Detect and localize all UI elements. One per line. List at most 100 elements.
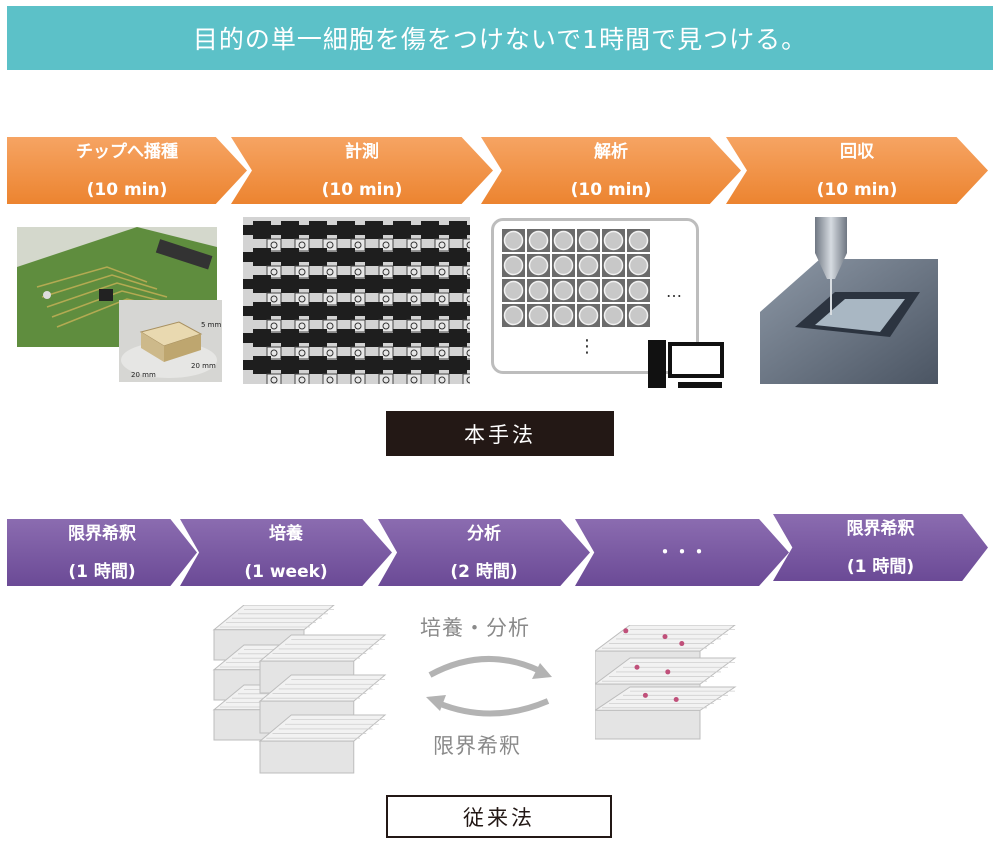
grid-block — [421, 248, 439, 266]
cell-ring — [354, 349, 362, 357]
thumbnail-cell-ring — [578, 255, 599, 276]
cell-ring — [326, 349, 334, 357]
positive-well-dot — [679, 641, 685, 647]
thumbnail-cell-ring — [503, 255, 524, 276]
grid-block — [281, 221, 299, 239]
step-seed-label: チップへ播種 — [76, 141, 178, 162]
grid-block — [449, 302, 467, 320]
thumbnail-cell-ring — [603, 255, 624, 276]
computer-icon — [648, 336, 728, 388]
microwell — [406, 373, 422, 384]
thumbnail-cell-ring — [603, 230, 624, 251]
cell-ring — [354, 295, 362, 303]
cell-ring — [298, 268, 306, 276]
grid-block — [449, 329, 467, 347]
microwell — [294, 373, 310, 384]
grid-block — [309, 248, 327, 266]
grid-block — [337, 275, 355, 293]
grid-block — [449, 356, 467, 374]
thumbnail-cell-ring — [628, 230, 649, 251]
step-measure-time: (10 min) — [321, 179, 403, 200]
positive-well-dot — [662, 634, 668, 640]
microwell — [350, 373, 366, 384]
cell-ring — [354, 241, 362, 249]
thumbnail-cell-ring — [528, 280, 549, 301]
cell-ring — [438, 322, 446, 330]
cell-ring — [382, 295, 390, 303]
plate-top — [212, 604, 336, 631]
grid-block — [365, 248, 383, 266]
forward-arrowhead-icon — [532, 663, 552, 679]
microwell — [378, 373, 394, 384]
grid-block — [309, 356, 327, 374]
grid-block — [365, 329, 383, 347]
cell-ring — [270, 349, 278, 357]
grid-block — [309, 302, 327, 320]
well-plate — [258, 714, 387, 774]
step-analyze-label: 解析 — [594, 141, 628, 162]
grid-block — [281, 275, 299, 293]
more-results-vdots: ⋮ — [578, 336, 596, 357]
cell-ring — [466, 322, 470, 330]
grid-block — [393, 329, 411, 347]
cell-ring — [326, 322, 334, 330]
well-plate — [593, 686, 737, 740]
grid-block — [337, 248, 355, 266]
grid-block — [393, 275, 411, 293]
chip-depth-text: 20 mm — [191, 362, 216, 370]
grid-block — [337, 329, 355, 347]
grid-block — [253, 329, 271, 347]
backward-arrowhead-icon — [426, 695, 446, 711]
positive-well-dot — [634, 664, 640, 670]
cell-ring — [466, 349, 470, 357]
grid-block — [253, 302, 271, 320]
grid-block — [337, 302, 355, 320]
more-results-ellipsis: … — [666, 282, 682, 301]
cell-ring — [270, 322, 278, 330]
cell-ring — [270, 268, 278, 276]
step-collect-time: (10 min) — [816, 179, 898, 200]
cell-ring — [438, 349, 446, 357]
step-dilution-again-time: (1 時間) — [846, 556, 915, 577]
thumbnail-cell-ring — [553, 230, 574, 251]
cell-ring — [438, 376, 446, 384]
chip-block-graphic: 5 mm 20 mm 20 mm — [119, 300, 222, 382]
new-method-caption: 本手法 — [386, 411, 614, 456]
positive-well-dot — [673, 696, 679, 702]
step-analysis-time: (2 時間) — [450, 561, 518, 582]
thumbnail-cell-ring — [603, 280, 624, 301]
grid-block — [365, 302, 383, 320]
chip-closeup-photo: 5 mm 20 mm 20 mm — [119, 300, 222, 382]
cell-ring — [326, 268, 334, 276]
grid-block — [337, 356, 355, 374]
cell-ring — [326, 295, 334, 303]
cell-ring — [326, 376, 334, 384]
microwell — [322, 373, 338, 384]
thumbnail-cell-ring — [578, 305, 599, 326]
well-plate-stacks — [208, 604, 388, 775]
cell-ring — [298, 349, 306, 357]
positive-well-plates — [593, 624, 740, 740]
grid-block — [281, 302, 299, 320]
cycle-arrows — [420, 645, 560, 725]
cell-ring — [298, 295, 306, 303]
cycle-top-label: 培養・分析 — [420, 616, 530, 640]
headline-text: 目的の単一細胞を傷をつけないで1時間で見つける。 — [192, 25, 808, 54]
thumbnail-cell-ring — [578, 230, 599, 251]
microwell — [266, 373, 282, 384]
microwell-grid-graphic — [243, 221, 470, 384]
grid-block — [393, 302, 411, 320]
forward-arrow-path — [428, 655, 542, 678]
grid-bar — [243, 360, 470, 370]
cell-ring — [466, 376, 470, 384]
step-analyze-chevron: 解析 (10 min) — [481, 137, 741, 204]
grid-block — [281, 356, 299, 374]
grid-block — [337, 221, 355, 239]
cell-ring — [270, 376, 278, 384]
thumbnail-cell-ring — [628, 255, 649, 276]
backward-arrow-path — [436, 698, 550, 717]
cell-ring — [270, 241, 278, 249]
grid-block — [253, 221, 271, 239]
grid-block — [253, 275, 271, 293]
grid-block — [365, 275, 383, 293]
